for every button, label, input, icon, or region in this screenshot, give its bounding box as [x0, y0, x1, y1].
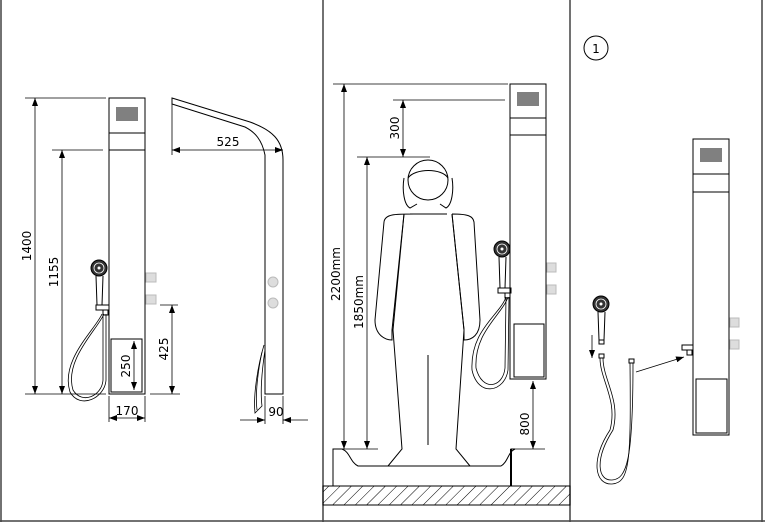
hand-shower-icon [67, 259, 110, 402]
hose-holder [681, 344, 694, 351]
step-number-badge [583, 35, 609, 61]
side-view: 525 90 [171, 97, 308, 424]
connect-arrow-icon [635, 356, 685, 373]
installation-height-view: 2200mm 300 1850mm 800 [322, 83, 571, 506]
valve-knob [546, 284, 557, 295]
dim-total-height: 1400 [20, 231, 34, 262]
step-number: 1 [592, 42, 600, 56]
dim-depth: 90 [268, 405, 283, 419]
assembly-step-view: 1 [583, 35, 740, 485]
valve-knob [729, 317, 740, 328]
hand-shower-icon [471, 240, 512, 390]
person-figure [374, 159, 481, 467]
hand-shower-icon [592, 295, 610, 345]
dim-compartment: 250 [119, 355, 133, 378]
grille-icon [699, 147, 723, 163]
dim-valve-height: 425 [157, 338, 171, 361]
dim-hose-height: 1155 [47, 257, 61, 288]
dim-projection: 525 [217, 135, 240, 149]
valve-knob [729, 339, 740, 350]
valve-knob [145, 272, 157, 283]
shower-hose-icon [596, 353, 635, 485]
valve-knob [546, 262, 557, 273]
dim-width: 170 [116, 404, 139, 418]
grille-icon [516, 91, 540, 107]
front-view: 1400 1155 250 425 170 [20, 97, 180, 422]
valve-knob [145, 294, 157, 305]
dim-person: 1850mm [352, 275, 366, 329]
valve-knob [267, 297, 279, 309]
dim-above-head: 300 [388, 117, 402, 140]
dim-bottom: 800 [518, 413, 532, 436]
dim-ceiling: 2200mm [329, 247, 343, 301]
valve-knob [267, 276, 279, 288]
grille-icon [115, 106, 139, 122]
